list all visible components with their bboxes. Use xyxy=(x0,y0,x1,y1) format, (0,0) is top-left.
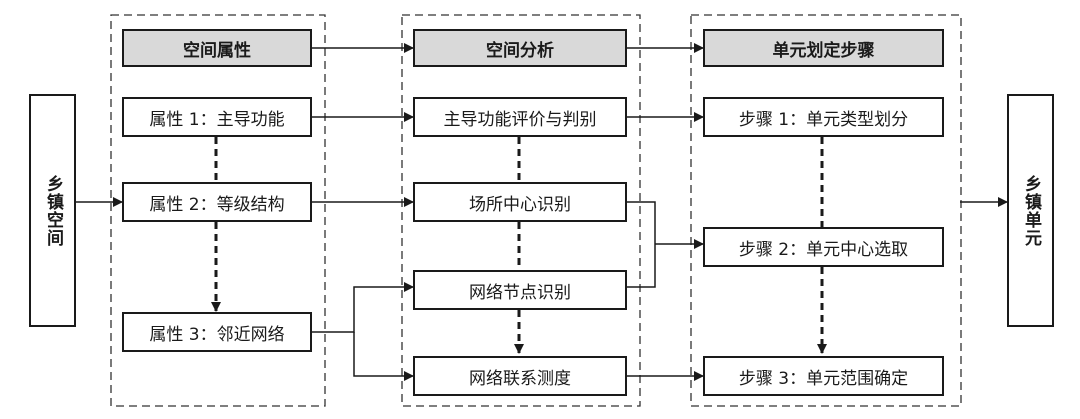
step-1-box: 步骤 1：单元类型划分 xyxy=(703,97,944,137)
analysis-3-box: 网络节点识别 xyxy=(413,270,627,310)
bracket-analysis2-3 xyxy=(627,201,656,288)
analysis-header: 空间分析 xyxy=(413,29,627,67)
steps-header: 单元划定步骤 xyxy=(703,29,944,67)
arrow-attr3-analysis3 xyxy=(312,282,414,333)
left-terminal: 乡镇空间 xyxy=(29,94,76,327)
step-2-box: 步骤 2：单元中心选取 xyxy=(703,227,944,267)
arrow-attr3-analysis4 xyxy=(353,332,414,381)
group-frame-analysis xyxy=(401,14,641,407)
analysis-4-box: 网络联系测度 xyxy=(413,356,627,396)
analysis-1-box: 主导功能评价与判别 xyxy=(413,97,627,137)
right-terminal-label: 乡镇单元 xyxy=(1021,174,1041,247)
group-frame-attributes xyxy=(110,14,326,407)
right-terminal: 乡镇单元 xyxy=(1007,94,1054,327)
step-3-box: 步骤 3：单元范围确定 xyxy=(703,356,944,396)
attribute-1-box: 属性 1：主导功能 xyxy=(122,97,312,137)
attribute-3-box: 属性 3：邻近网络 xyxy=(122,312,312,352)
attribute-2-box: 属性 2：等级结构 xyxy=(122,182,312,222)
left-terminal-label: 乡镇空间 xyxy=(43,174,63,247)
attributes-header: 空间属性 xyxy=(122,29,312,67)
group-frame-steps xyxy=(690,14,962,407)
analysis-2-box: 场所中心识别 xyxy=(413,182,627,222)
